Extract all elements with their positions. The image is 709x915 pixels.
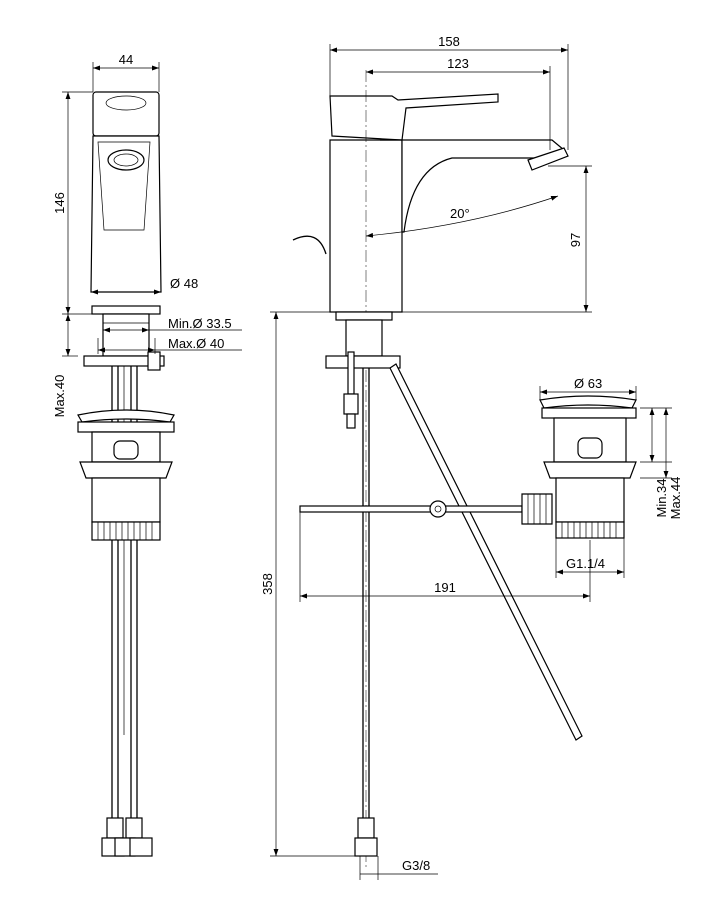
dim-angle-arc [365, 195, 559, 238]
dim-length-label: 158 [438, 34, 460, 49]
side-horizontal-rod [299, 505, 523, 513]
side-aerator [527, 147, 569, 171]
front-view [77, 91, 175, 857]
side-waste-cap [539, 395, 637, 409]
front-waste-flange [77, 421, 175, 433]
dim-waste-diameter-label: Ø 63 [574, 376, 602, 391]
side-rod-clamp [429, 500, 447, 518]
front-fixing-screw [147, 351, 161, 371]
side-waste-thread [555, 521, 625, 539]
side-waste-tail [555, 477, 625, 523]
front-waste-thread [91, 521, 161, 541]
side-spout [380, 139, 565, 233]
front-aerator [107, 149, 145, 171]
side-pullrod-end [346, 413, 356, 429]
side-pullrod-connector [343, 393, 359, 415]
front-lever [92, 91, 160, 137]
dim-height-label: 146 [52, 192, 67, 214]
dim-waste-max-label: Max.44 [668, 477, 683, 520]
side-waste-nut [543, 461, 637, 479]
side-shank [345, 319, 383, 357]
side-rod-connector [521, 493, 553, 525]
front-lever-grip [105, 95, 147, 111]
side-rod-clamp-centre [434, 505, 442, 513]
side-hose-fitting [357, 817, 375, 839]
dim-base-diameter-label: Ø 48 [170, 276, 198, 291]
side-lever [329, 93, 499, 141]
dim-angle-label: 20° [450, 206, 470, 221]
dim-total-label: 358 [260, 573, 275, 595]
front-hose-nut-right [129, 837, 153, 857]
side-pullrod-stem [347, 351, 355, 395]
side-base [335, 311, 393, 321]
front-waste-tail [91, 477, 161, 523]
dim-reach-label: 123 [447, 56, 469, 71]
dim-width-label: 44 [119, 52, 133, 67]
dim-deck-label: Max.40 [52, 375, 67, 418]
dim-spout-label: 97 [568, 233, 583, 247]
side-waste-thread-lines [561, 522, 617, 538]
front-waste-overflow [113, 440, 139, 460]
front-base [91, 305, 161, 315]
front-aerator-ring [113, 153, 139, 167]
dim-rod-label: 191 [434, 580, 456, 595]
side-rod-connector-lines [527, 494, 547, 524]
front-waste-thread-lines [97, 522, 153, 540]
side-waste-overflow [577, 437, 603, 459]
dim-hole-min-label: Min.Ø 33.5 [168, 316, 232, 331]
side-view [292, 70, 637, 868]
side-waste-flange [541, 407, 637, 419]
side-control-rod [389, 363, 583, 741]
side-fixing-plate [325, 355, 401, 369]
side-hose-nut [354, 837, 378, 857]
side-popup-handle [292, 235, 327, 255]
front-waste-nut [79, 461, 173, 479]
front-waste-cap [77, 409, 175, 423]
front-hose-fitting-left [106, 817, 124, 839]
dimensions: 44 146 Ø 48 Min.Ø 33.5 Max.Ø 40 Max.40 1… [52, 34, 683, 880]
dim-inlet-label: G3/8 [402, 858, 430, 873]
front-spout-face [97, 141, 151, 231]
dim-hole-max-label: Max.Ø 40 [168, 336, 224, 351]
front-hose-fitting-right [125, 817, 143, 839]
dim-waste-min-label: Min.34 [654, 478, 669, 517]
dim-waste-thread-label: G1.1/4 [566, 556, 605, 571]
